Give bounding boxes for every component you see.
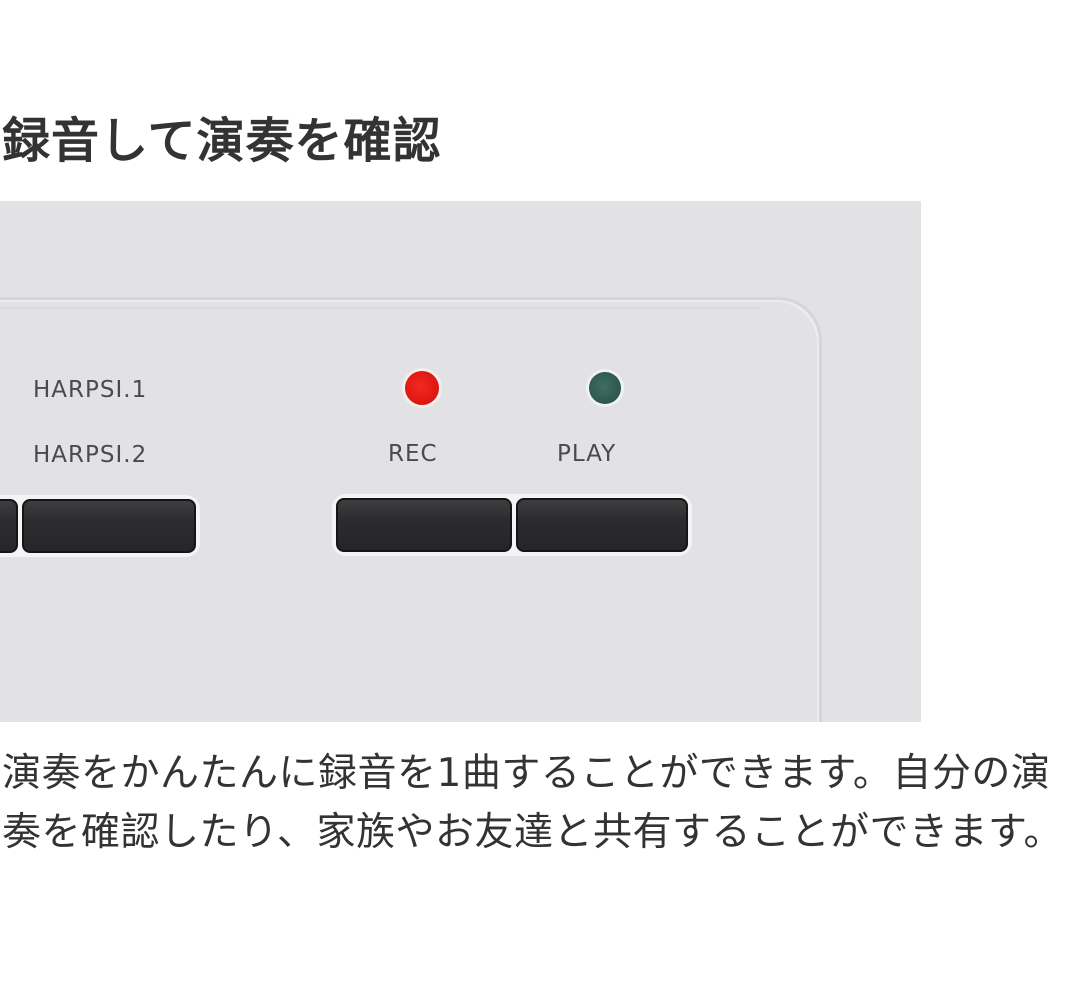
voice-button-group	[0, 495, 200, 557]
panel-seam	[0, 307, 760, 309]
play-label: PLAY	[557, 441, 617, 467]
play-led-icon	[589, 372, 621, 404]
voice-button-harpsi[interactable]	[22, 499, 196, 553]
voice-button-previous[interactable]	[0, 499, 18, 553]
recorder-button-group	[332, 494, 692, 556]
voice-label-harpsi-2: HARPSI.2	[33, 442, 148, 468]
piano-panel-image: HARPSI.1 HARPSI.2 REC PLAY	[0, 201, 921, 722]
panel-outline	[0, 297, 822, 722]
voice-label-harpsi-1: HARPSI.1	[33, 377, 148, 403]
section-description: 演奏をかんたんに録音を1曲することができます。自分の演奏を確認したり、家族やお友…	[2, 751, 1064, 855]
rec-led-icon	[405, 371, 439, 405]
rec-button[interactable]	[336, 498, 512, 552]
play-button[interactable]	[516, 498, 688, 552]
rec-label: REC	[388, 441, 438, 467]
section-heading: 録音して演奏を確認	[2, 113, 442, 169]
